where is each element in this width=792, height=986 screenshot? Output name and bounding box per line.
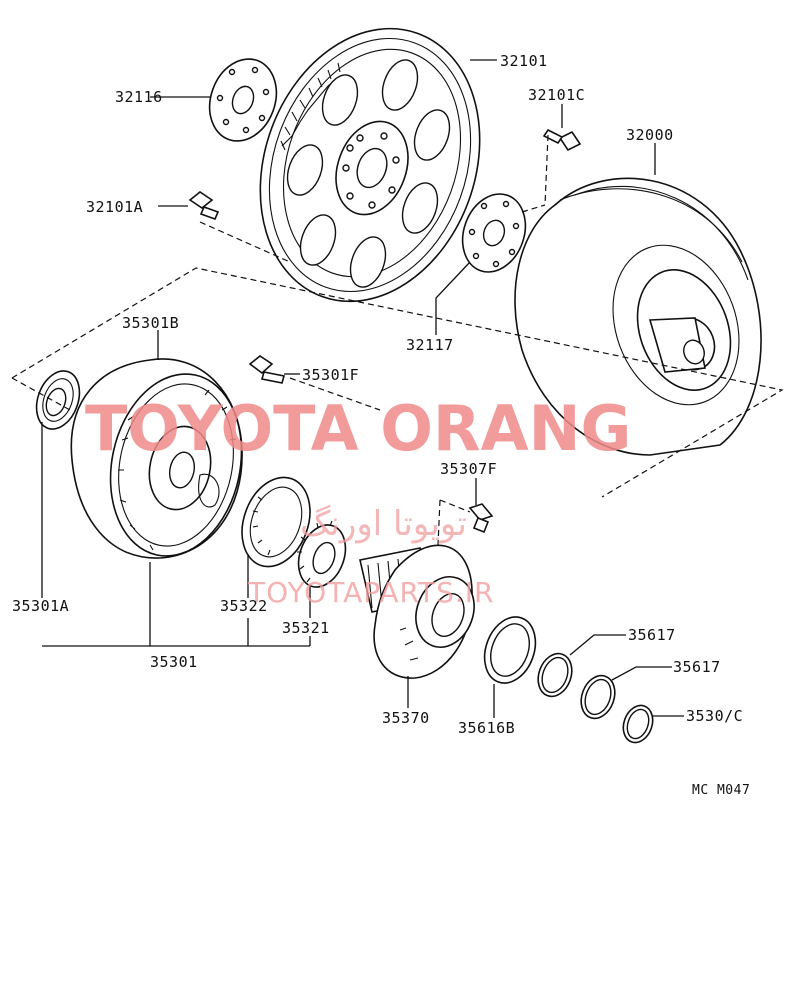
label-35616B: 35616B [458, 719, 515, 737]
driven-gear-35322 [241, 476, 311, 568]
label-32101: 32101 [500, 52, 548, 70]
label-35301B: 35301B [122, 314, 179, 332]
label-35307C: 3530/C [686, 707, 743, 725]
label-35322: 35322 [220, 597, 268, 615]
label-35301A: 35301A [12, 597, 69, 615]
watermark-main: TOYOTA ORANG [85, 392, 631, 465]
drive-plate-32101 [259, 27, 481, 303]
drive-gear-35321 [297, 520, 347, 588]
part-labels: 32101 32116 32101C 32000 32101A 32117 35… [12, 52, 750, 798]
label-35307F: 35307F [440, 460, 497, 478]
label-32116: 32116 [115, 88, 163, 106]
watermark-site: TOYOTAPARTS.IR [247, 576, 494, 609]
diagram-code: MC M047 [692, 783, 750, 798]
spacer-plate-32117 [461, 193, 527, 273]
label-32000: 32000 [626, 126, 674, 144]
stator-shaft-35370 [359, 544, 475, 679]
thrust-washer-35616B [483, 616, 537, 684]
watermark-persian: تویوتا اورنگ [300, 504, 467, 544]
label-32101C: 32101C [528, 86, 585, 104]
oil-pump-body-35301B [70, 358, 243, 559]
label-35301: 35301 [150, 653, 198, 671]
assembly-outlines [11, 134, 784, 546]
bolt-35307F [468, 503, 494, 534]
bolt-32101C [542, 128, 582, 152]
seal-ring-35617-a [537, 652, 573, 698]
seal-ring-35617-b [580, 674, 616, 720]
torque-converter-32000 [514, 177, 762, 456]
seal-ring-35307C [622, 704, 654, 744]
label-35370: 35370 [382, 709, 430, 727]
label-32101A: 32101A [86, 198, 143, 216]
label-35321: 35321 [282, 619, 330, 637]
bolt-35301F [248, 355, 286, 384]
label-32117: 32117 [406, 336, 454, 354]
watermark: TOYOTA ORANG تویوتا اورنگ TOYOTAPARTS.IR [85, 392, 631, 609]
label-35617-b: 35617 [673, 658, 721, 676]
label-35301F: 35301F [302, 366, 359, 384]
leader-lines [41, 59, 684, 718]
spacer-plate-32116 [208, 58, 278, 142]
label-35617-a: 35617 [628, 626, 676, 644]
bolt-32101A [188, 191, 220, 221]
